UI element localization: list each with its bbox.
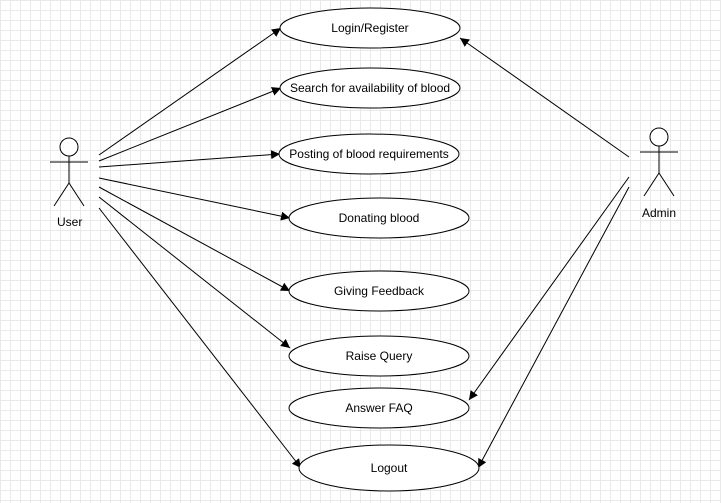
association-user-logout [98,207,302,469]
association-arrows [98,27,630,469]
use-case-query-label: Raise Query [345,349,413,363]
association-user-donating [98,177,291,221]
use-case-feedback[interactable] [288,270,470,312]
use-case-donating[interactable] [288,197,470,239]
association-user-search [98,87,282,162]
use-case-posting[interactable] [278,133,460,175]
admin-actor[interactable] [640,127,678,197]
use-case-logout-label: Logout [370,461,408,475]
use-case-faq[interactable] [288,387,470,429]
use-case-logout[interactable] [298,444,480,492]
use-case-search-label: Search for availability of blood [289,81,451,95]
use-case-feedback-label: Giving Feedback [333,284,425,298]
association-admin-faq [468,176,630,401]
use-case-search[interactable] [279,67,461,109]
association-user-login [98,27,282,156]
use-case-faq-label: Answer FAQ [345,401,413,415]
user-actor-left-leg [53,182,70,207]
user-actor-head [59,137,79,157]
association-admin-login [459,37,630,158]
use-case-login[interactable] [279,7,461,49]
use-case-login-label: Login/Register [331,21,409,35]
user-actor-right-leg [68,182,85,207]
association-user-query [98,196,291,349]
association-user-feedback [98,186,291,292]
admin-actor-label: Admin [642,206,677,220]
use-case-posting-label: Posting of blood requirements [289,147,449,161]
admin-actor-right-leg [658,172,675,197]
user-actor-label: User [57,215,83,229]
admin-actor-head [649,127,669,147]
association-user-posting [98,150,281,168]
admin-actor-left-leg [643,172,660,197]
association-admin-logout [477,186,630,469]
use-case-query[interactable] [288,335,470,377]
use-case-donating-label: Donating blood [338,211,420,225]
user-actor[interactable] [50,137,88,207]
